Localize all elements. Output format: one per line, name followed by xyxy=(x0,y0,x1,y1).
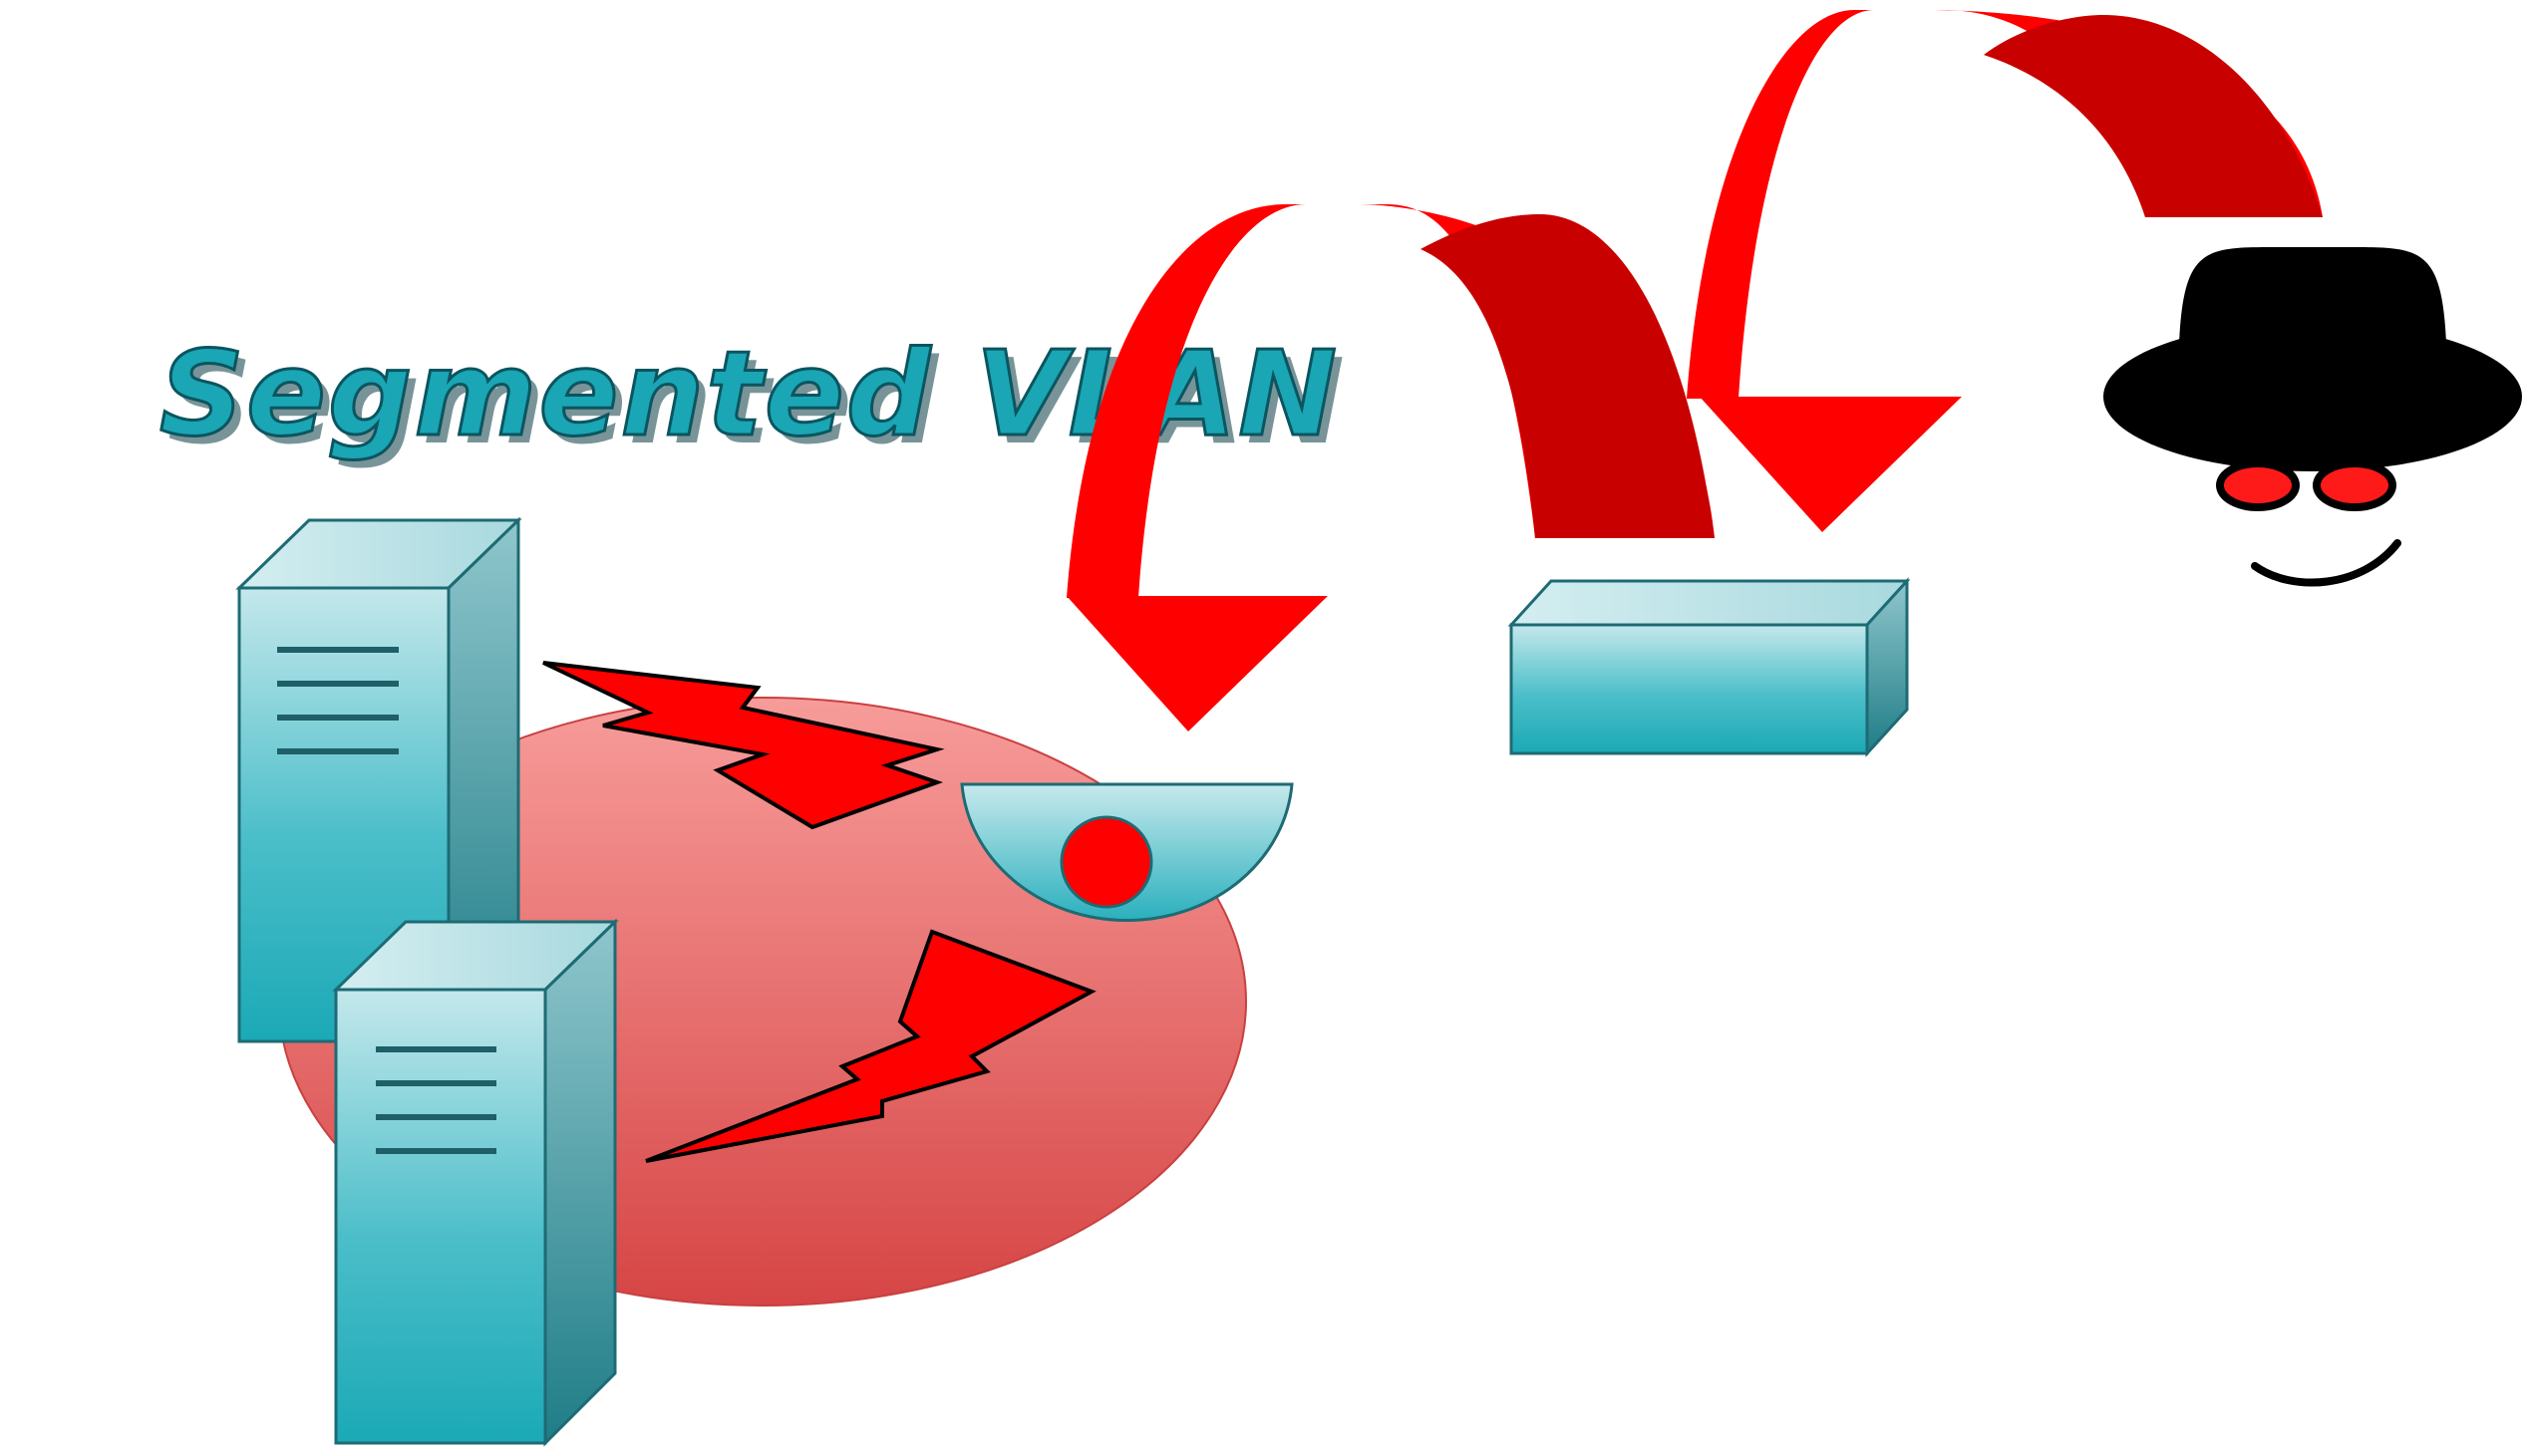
server-1-vent-lines xyxy=(277,647,399,754)
vlan-hop-arrow-2-head xyxy=(1700,397,1962,532)
hat-crown xyxy=(2178,247,2447,397)
lightning-attack-1 xyxy=(542,661,945,830)
right-eye-icon xyxy=(2313,459,2396,511)
server-2 xyxy=(332,918,619,1447)
network-switch xyxy=(1507,577,1911,757)
hacker-icon xyxy=(2103,247,2522,587)
server-2-vent-lines xyxy=(376,1046,496,1154)
access-point-led xyxy=(1060,815,1153,909)
wireless-access-point xyxy=(960,782,1294,922)
vlan-hop-arrow-1 xyxy=(1067,203,1715,731)
left-eye-icon xyxy=(2216,459,2300,511)
vlan-hop-arrow-1-head xyxy=(1067,596,1328,731)
smile-icon xyxy=(2251,539,2401,587)
lightning-attack-2 xyxy=(645,929,1097,1163)
vlan-hop-arrow-2 xyxy=(1687,10,2323,532)
